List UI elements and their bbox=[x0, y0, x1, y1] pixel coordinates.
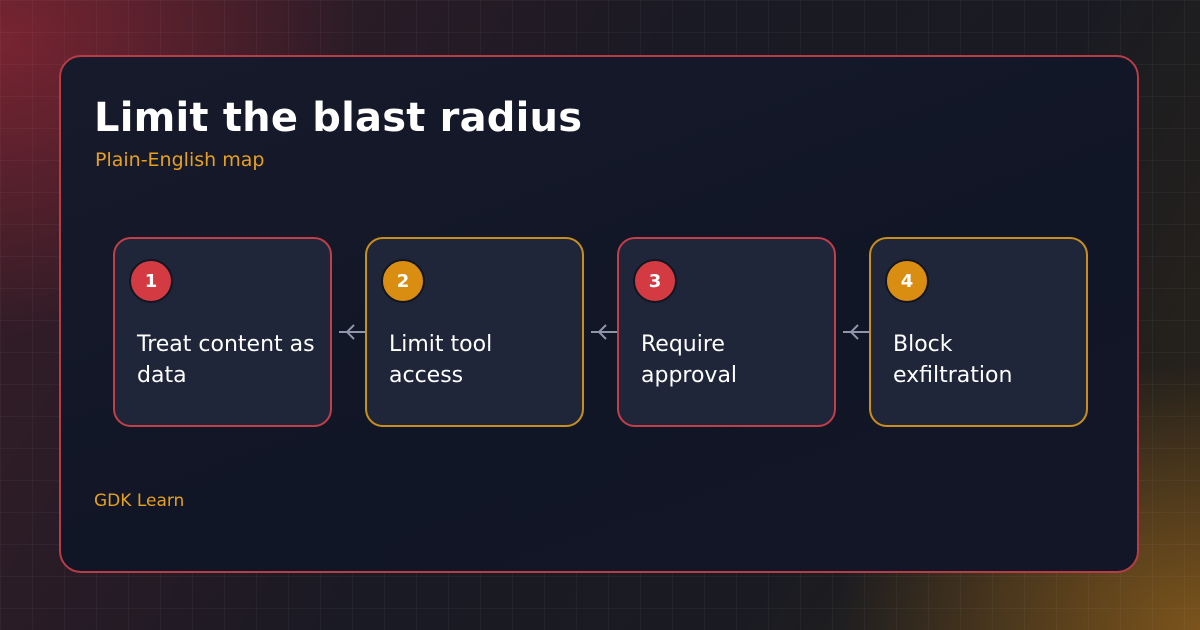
step-card-4: 4 Block exfiltration bbox=[869, 237, 1088, 427]
step-number-badge: 2 bbox=[381, 259, 425, 303]
step-card-1: 1 Treat content as data bbox=[113, 237, 332, 427]
step-card-2: 2 Limit tool access bbox=[365, 237, 584, 427]
step-label: Treat content as data bbox=[137, 332, 315, 388]
content-panel: Limit the blast radius Plain-English map… bbox=[59, 55, 1139, 573]
step-label: Require approval bbox=[641, 332, 738, 388]
page-title: Limit the blast radius bbox=[94, 95, 583, 141]
step-number-badge: 1 bbox=[129, 259, 173, 303]
step-card-3: 3 Require approval bbox=[617, 237, 836, 427]
step-number-badge: 3 bbox=[633, 259, 677, 303]
connector-arrow-icon bbox=[843, 324, 869, 340]
step-label: Limit tool access bbox=[389, 332, 493, 388]
brand-label: GDK Learn bbox=[94, 491, 185, 511]
step-number-badge: 4 bbox=[885, 259, 929, 303]
step-label: Block exfiltration bbox=[893, 332, 1013, 388]
connector-arrow-icon bbox=[339, 324, 365, 340]
page-subtitle: Plain-English map bbox=[95, 149, 265, 171]
connector-arrow-icon bbox=[591, 324, 617, 340]
